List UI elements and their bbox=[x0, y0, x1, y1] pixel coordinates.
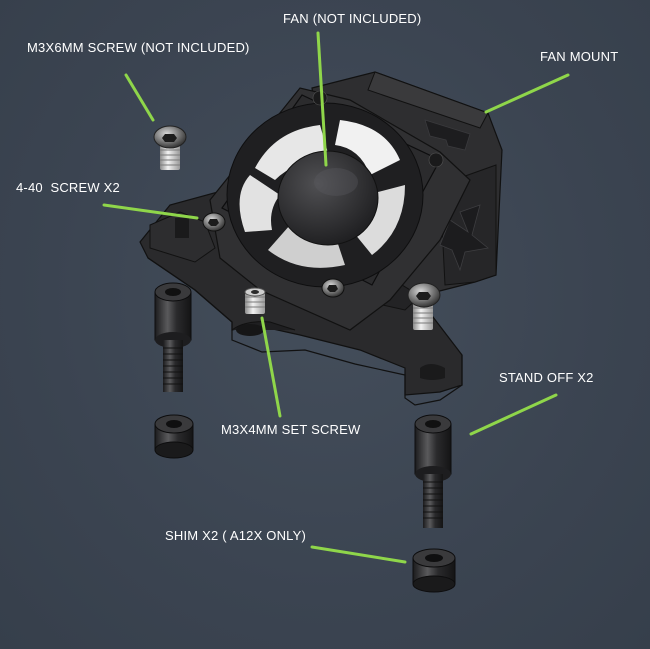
label-fan-mount: FAN MOUNT bbox=[540, 49, 619, 64]
label-set-screw: M3X4MM SET SCREW bbox=[221, 422, 361, 437]
label-shim: SHIM X2 ( A12X ONLY) bbox=[165, 528, 307, 543]
m3x6-screw bbox=[153, 125, 187, 170]
label-m3x6-screw: M3X6MM SCREW (NOT INCLUDED) bbox=[27, 40, 250, 55]
leader-fan bbox=[316, 31, 328, 167]
leader-lines bbox=[102, 31, 570, 564]
shim-left bbox=[154, 414, 194, 459]
screw-440-bottom bbox=[321, 278, 345, 298]
leader-set-screw bbox=[260, 316, 282, 418]
label-440-screw: 4-40 SCREW X2 bbox=[16, 180, 120, 195]
standoff-right bbox=[414, 414, 452, 528]
label-fan: FAN (NOT INCLUDED) bbox=[283, 11, 422, 26]
standoff-left bbox=[154, 282, 192, 392]
leader-440 bbox=[102, 203, 199, 220]
set-screw bbox=[244, 287, 266, 314]
label-standoff: STAND OFF X2 bbox=[499, 370, 594, 385]
fan bbox=[221, 90, 444, 288]
screw-440-top bbox=[202, 212, 226, 232]
side-screw bbox=[407, 282, 441, 330]
leader-standoff bbox=[469, 393, 558, 436]
leader-m3x6 bbox=[124, 73, 155, 122]
leader-shim bbox=[310, 545, 407, 564]
leader-fan-mount bbox=[484, 73, 570, 114]
shim-right bbox=[412, 548, 456, 593]
